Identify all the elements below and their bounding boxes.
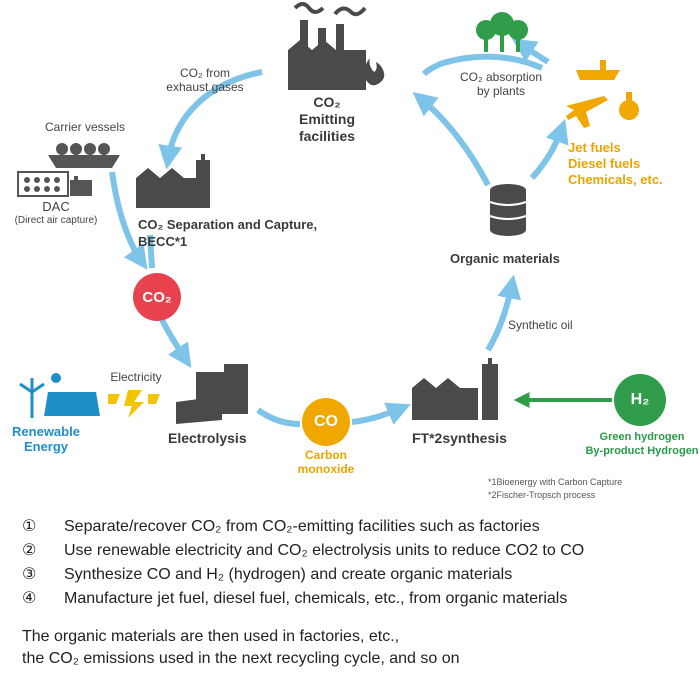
absorption-label-line1: CO₂ absorption <box>459 70 543 84</box>
arrow-organic-to-products <box>529 118 569 180</box>
dac-label-line2: (Direct air capture) <box>14 215 98 226</box>
footnote-1: *1Bioenergy with Carbon Capture <box>488 477 623 487</box>
factory-icon <box>288 2 385 90</box>
absorption-label: CO₂ absorption by plants <box>446 70 556 98</box>
step-text: Manufacture jet fuel, diesel fuel, chemi… <box>64 590 568 607</box>
arrow-emitting-to-separation <box>158 69 263 170</box>
step-number: ① <box>22 518 37 535</box>
electricity-label: Electricity <box>110 370 162 384</box>
step-item: ③ Synthesize CO and H₂ (hydrogen) and cr… <box>22 563 692 587</box>
step-number: ④ <box>22 590 37 607</box>
arrow-co-to-ft <box>351 402 411 425</box>
co-badge: CO <box>314 413 338 430</box>
summary-text: The organic materials are then used in f… <box>22 626 692 670</box>
step-item: ② Use renewable electricity and CO₂ elec… <box>22 539 692 563</box>
step-text: Use renewable electricity and CO₂ electr… <box>64 542 585 559</box>
summary-line1: The organic materials are then used in f… <box>22 628 400 645</box>
carbon-monoxide-line1: Carbon <box>305 448 347 462</box>
carbon-monoxide-label: Carbon monoxide <box>290 448 362 476</box>
capture-plant-icon <box>136 154 210 208</box>
footnotes: *1Bioenergy with Carbon Capture *2Fische… <box>488 476 688 502</box>
products-label: Jet fuels Diesel fuels Chemicals, etc. <box>568 140 688 188</box>
steps-list: ① Separate/recover CO₂ from CO₂-emitting… <box>22 515 692 611</box>
arrow-absorption-to-plants <box>511 38 550 65</box>
emitting-facilities-label: CO₂ Emitting facilities <box>282 94 372 145</box>
tanker-ship-icon <box>576 60 620 80</box>
h2-badge: H₂ <box>630 391 650 408</box>
airplane-icon <box>566 96 608 128</box>
arrow-co2-to-electrolysis <box>159 318 192 368</box>
wind-turbine-icon <box>19 378 45 418</box>
arrow-dac-to-co2 <box>109 171 148 270</box>
co2-badge-circle <box>133 273 181 321</box>
ft-plant-icon <box>412 358 498 420</box>
arrow-ft-to-organic <box>485 274 522 352</box>
products-line2: Diesel fuels <box>568 156 641 171</box>
exhaust-label-line1: CO₂ from <box>180 66 230 80</box>
emitting-title-line3: facilities <box>298 128 356 144</box>
renewable-label-line2: Energy <box>23 439 69 454</box>
renewable-energy-label: Renewable Energy <box>6 424 86 454</box>
step-number: ② <box>22 542 37 559</box>
dac-label: DAC (Direct air capture) <box>4 200 108 228</box>
green-hydrogen-line2: By-product Hydrogen <box>585 445 699 457</box>
carbon-monoxide-line2: monoxide <box>297 462 355 476</box>
electricity-icon <box>108 390 160 418</box>
barrel-icon <box>489 184 527 236</box>
summary-line2: the CO₂ emissions used in the next recyc… <box>22 650 460 667</box>
solar-panel-icon <box>44 392 100 416</box>
separation-label: CO₂ Separation and Capture, BECC*1 <box>138 216 338 250</box>
footnote-2: *2Fischer-Tropsch process <box>488 490 596 500</box>
exhaust-label: CO₂ from exhaust gases <box>150 66 260 94</box>
products-line1: Jet fuels <box>568 140 621 155</box>
electrolysis-label: Electrolysis <box>168 430 247 446</box>
absorption-label-line2: by plants <box>476 84 526 98</box>
flask-icon <box>619 92 639 120</box>
green-hydrogen-label: Green hydrogen By-product Hydrogen <box>584 430 700 458</box>
trees-icon <box>476 12 528 52</box>
electrolysis-icon <box>176 364 248 424</box>
products-line3: Chemicals, etc. <box>568 172 663 187</box>
dac-icon <box>17 171 92 197</box>
step-number: ③ <box>22 566 37 583</box>
renewable-label-line1: Renewable <box>12 424 80 439</box>
green-hydrogen-line1: Green hydrogen <box>599 431 685 443</box>
arrow-separation-to-co2 <box>147 234 155 269</box>
organic-materials-label: Organic materials <box>450 251 560 266</box>
step-text: Separate/recover CO₂ from CO₂-emitting f… <box>64 518 540 535</box>
carrier-vessels-label: Carrier vessels <box>44 120 125 134</box>
separation-label-line2: BECC*1 <box>138 234 188 249</box>
step-text: Synthesize CO and H₂ (hydrogen) and crea… <box>64 566 513 583</box>
ft-synthesis-label: FT*2synthesis <box>412 430 507 446</box>
co-badge-circle <box>302 398 350 446</box>
step-item: ① Separate/recover CO₂ from CO₂-emitting… <box>22 515 692 539</box>
arrow-organic-to-emitting <box>412 92 491 187</box>
cycle-diagram <box>17 2 666 446</box>
exhaust-label-line2: exhaust gases <box>166 80 244 94</box>
co2-badge: CO₂ <box>142 288 172 306</box>
h2-badge-circle <box>614 374 666 426</box>
step-item: ④ Manufacture jet fuel, diesel fuel, che… <box>22 587 692 611</box>
separation-label-line1: CO₂ Separation and Capture, <box>138 217 318 232</box>
emitting-title-line1: CO₂ <box>313 94 341 110</box>
synthetic-oil-label: Synthetic oil <box>508 318 573 332</box>
dac-label-line1: DAC <box>42 199 70 214</box>
sun-icon <box>51 373 61 383</box>
arrow-electrolysis-to-co <box>256 407 301 427</box>
ship-icon <box>48 143 120 168</box>
emitting-title-line2: Emitting <box>299 111 355 127</box>
